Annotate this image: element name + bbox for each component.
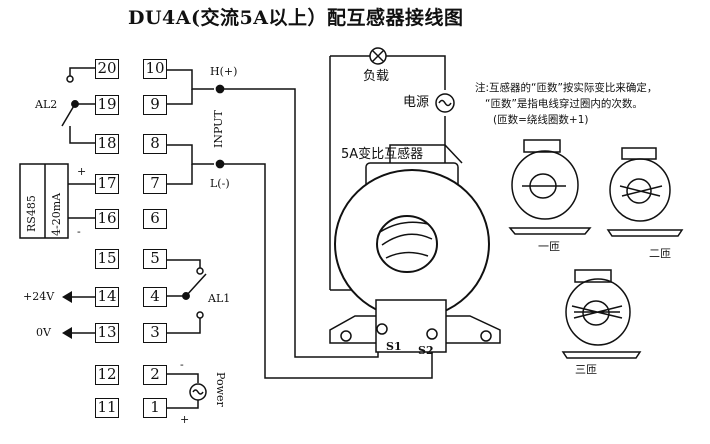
current-output-label: 4-20mA — [50, 192, 63, 236]
terminal-20: 20 — [95, 59, 119, 79]
terminal-18: 18 — [95, 134, 119, 154]
note-line-2: “匝数”是指电线穿过圈内的次数。 — [485, 98, 643, 110]
terminal-17: 17 — [95, 174, 119, 194]
power-plus-sign: + — [180, 413, 190, 426]
v0-label: 0V — [36, 326, 51, 339]
note-line-3: (匝数=绕线圈数+1) — [493, 114, 589, 126]
source-label: 电源 — [403, 95, 430, 110]
terminal-14: 14 — [95, 287, 119, 307]
h-plus-label: H(+) — [210, 65, 238, 78]
al1-label: AL1 — [208, 292, 231, 305]
s2-label: S2 — [418, 344, 434, 357]
terminal-3: 3 — [143, 323, 167, 343]
terminal-16: 16 — [95, 209, 119, 229]
terminal-2: 2 — [143, 365, 167, 385]
terminal-9: 9 — [143, 95, 167, 115]
terminal-7: 7 — [143, 174, 167, 194]
input-label: INPUT — [212, 110, 225, 148]
ct-label: 5A变比互感器 — [341, 147, 424, 162]
ct-two-turn-caption: 二匝 — [649, 247, 671, 260]
terminal-19: 19 — [95, 95, 119, 115]
terminal-1: 1 — [143, 398, 167, 418]
terminal-11: 11 — [95, 398, 119, 418]
terminal-15: 15 — [95, 249, 119, 269]
terminal-4: 4 — [143, 287, 167, 307]
terminal-13: 13 — [95, 323, 119, 343]
ct-one-turn-caption: 一匝 — [538, 240, 560, 253]
ct-three-turn-caption: 三匝 — [575, 363, 597, 376]
terminal-8: 8 — [143, 134, 167, 154]
page-title: DU4A(交流5A以上）配互感器接线图 — [128, 7, 464, 29]
terminal-10: 10 — [143, 59, 167, 79]
terminal-12: 12 — [95, 365, 119, 385]
v24-label: +24V — [23, 290, 55, 303]
terminal-6: 6 — [143, 209, 167, 229]
plus-sign: + — [77, 165, 87, 178]
al2-label: AL2 — [35, 98, 58, 111]
minus-sign: - — [77, 225, 81, 238]
note-line-1: 注:互感器的“匝数”按实际变比来确定， — [475, 82, 658, 94]
power-label: Power — [214, 372, 227, 407]
rs485-label: RS485 — [25, 195, 38, 232]
load-label: 负载 — [363, 69, 390, 84]
s1-label: S1 — [386, 340, 402, 353]
terminal-5: 5 — [143, 249, 167, 269]
l-minus-label: L(-) — [210, 177, 230, 190]
power-minus-sign: - — [180, 358, 184, 371]
